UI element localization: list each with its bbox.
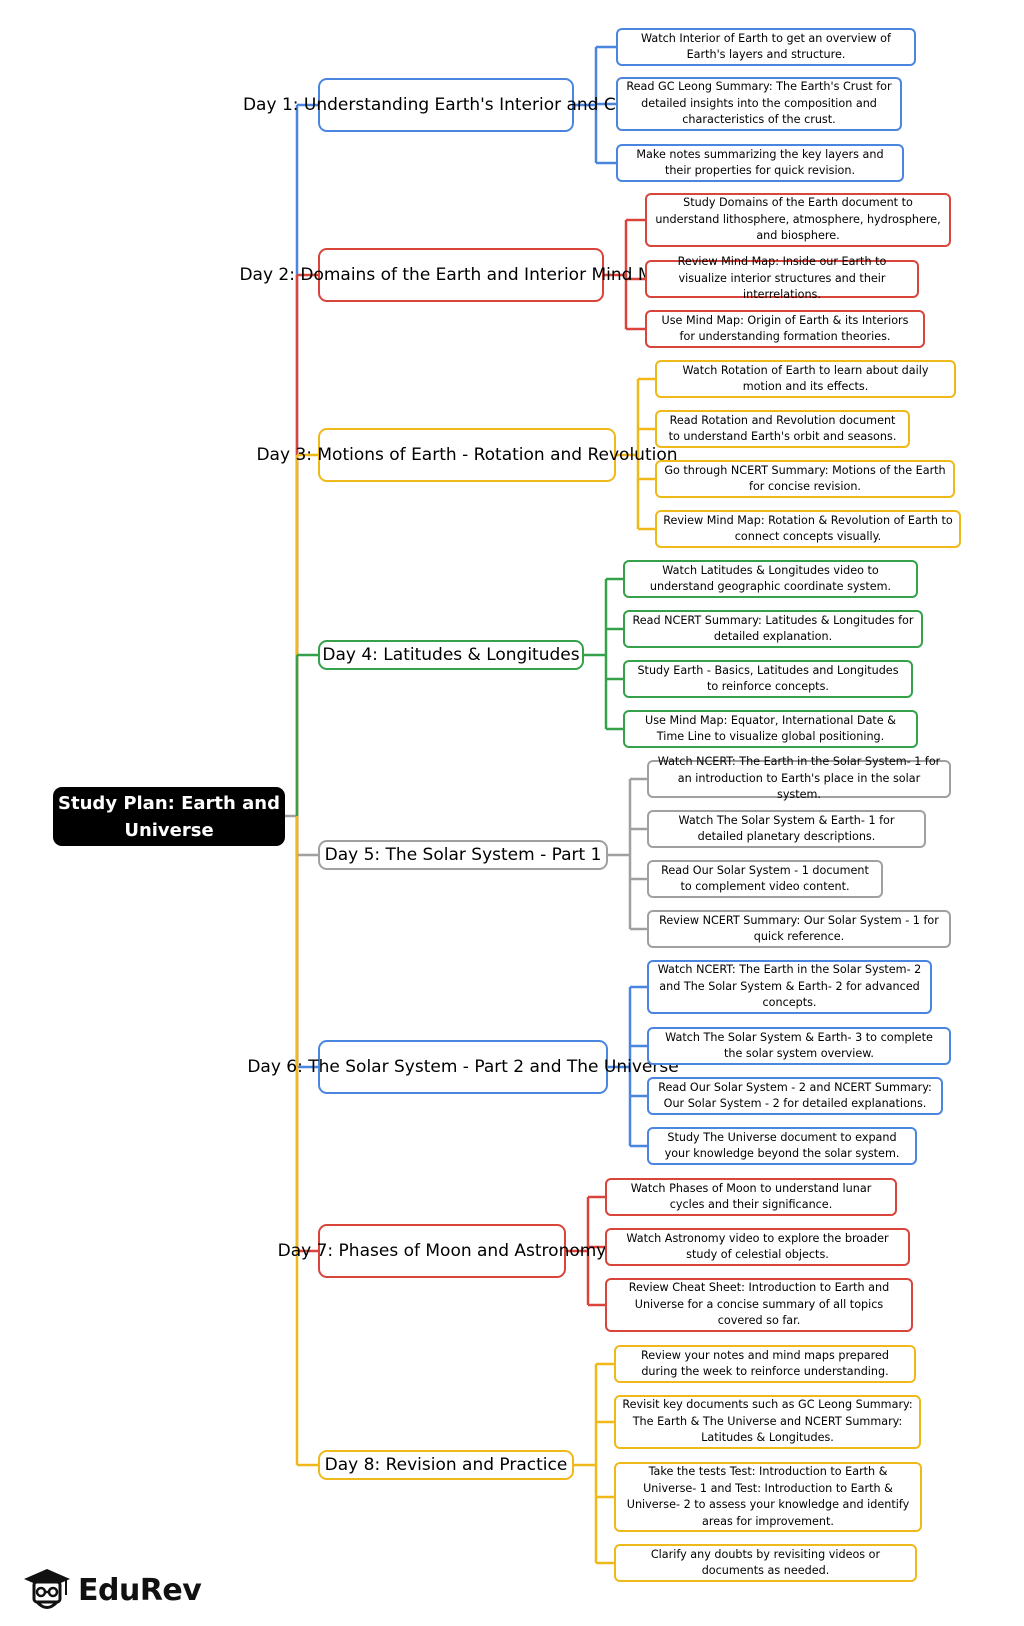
day-node[interactable]: Day 3: Motions of Earth - Rotation and R… <box>256 428 678 482</box>
task-node[interactable]: Review Mind Map: Rotation & Revolution o… <box>655 510 961 548</box>
task-node[interactable]: Watch Latitudes & Longitudes video to un… <box>623 560 918 598</box>
day-node[interactable]: Day 6: The Solar System - Part 2 and The… <box>247 1040 679 1094</box>
task-node[interactable]: Revisit key documents such as GC Leong S… <box>614 1395 921 1449</box>
task-node[interactable]: Watch NCERT: The Earth in the Solar Syst… <box>647 960 932 1014</box>
day-node[interactable]: Day 7: Phases of Moon and Astronomy <box>278 1224 606 1278</box>
day-node[interactable]: Day 4: Latitudes & Longitudes <box>318 640 584 670</box>
task-node[interactable]: Use Mind Map: Origin of Earth & its Inte… <box>645 310 925 348</box>
task-node[interactable]: Study The Universe document to expand yo… <box>647 1127 917 1165</box>
task-node[interactable]: Read NCERT Summary: Latitudes & Longitud… <box>623 610 923 648</box>
brand-logo: EduRev <box>22 1564 202 1616</box>
task-node[interactable]: Review Cheat Sheet: Introduction to Eart… <box>605 1278 913 1332</box>
task-node[interactable]: Watch Rotation of Earth to learn about d… <box>655 360 956 398</box>
graduation-cap-icon <box>24 1569 70 1609</box>
day-node[interactable]: Day 2: Domains of the Earth and Interior… <box>239 248 683 302</box>
task-node[interactable]: Read Rotation and Revolution document to… <box>655 410 910 448</box>
task-node[interactable]: Watch NCERT: The Earth in the Solar Syst… <box>647 755 951 801</box>
brand-name: EduRev <box>78 1572 202 1608</box>
day-node[interactable]: Day 8: Revision and Practice <box>318 1450 574 1480</box>
task-node[interactable]: Watch Interior of Earth to get an overvi… <box>616 28 916 66</box>
task-node[interactable]: Take the tests Test: Introduction to Ear… <box>614 1462 922 1532</box>
task-node[interactable]: Watch The Solar System & Earth- 1 for de… <box>647 810 926 848</box>
task-node[interactable]: Review NCERT Summary: Our Solar System -… <box>647 910 951 948</box>
task-node[interactable]: Read Our Solar System - 2 and NCERT Summ… <box>647 1077 943 1115</box>
task-node[interactable]: Read GC Leong Summary: The Earth's Crust… <box>616 77 902 131</box>
task-node[interactable]: Review your notes and mind maps prepared… <box>614 1345 916 1383</box>
task-node[interactable]: Study Domains of the Earth document to u… <box>645 193 951 247</box>
day-node[interactable]: Day 5: The Solar System - Part 1 <box>318 840 608 870</box>
task-node[interactable]: Watch Astronomy video to explore the bro… <box>605 1228 910 1266</box>
task-node[interactable]: Clarify any doubts by revisiting videos … <box>614 1544 917 1582</box>
task-node[interactable]: Go through NCERT Summary: Motions of the… <box>655 460 955 498</box>
task-node[interactable]: Watch The Solar System & Earth- 3 to com… <box>647 1027 951 1065</box>
task-node[interactable]: Study Earth - Basics, Latitudes and Long… <box>623 660 913 698</box>
root-label: Study Plan: Earth and Universe <box>58 792 280 841</box>
day-node[interactable]: Day 1: Understanding Earth's Interior an… <box>243 78 649 132</box>
task-node[interactable]: Watch Phases of Moon to understand lunar… <box>605 1178 897 1216</box>
root-node[interactable]: Study Plan: Earth and Universe <box>53 787 285 846</box>
task-node[interactable]: Read Our Solar System - 1 document to co… <box>647 860 883 898</box>
task-node[interactable]: Make notes summarizing the key layers an… <box>616 144 904 182</box>
task-node[interactable]: Review Mind Map: Inside our Earth to vis… <box>645 255 919 301</box>
task-node[interactable]: Use Mind Map: Equator, International Dat… <box>623 710 918 748</box>
